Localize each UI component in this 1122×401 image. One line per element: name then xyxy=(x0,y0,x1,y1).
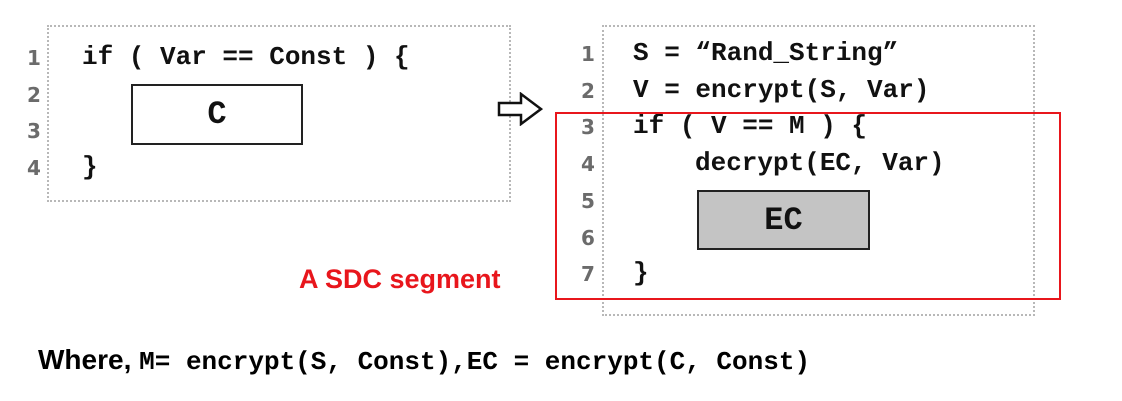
line-number: 3 xyxy=(27,119,41,143)
code-line: if ( Var == Const ) { xyxy=(82,42,410,72)
sdc-segment-highlight xyxy=(555,112,1061,300)
hollow-right-arrow-icon xyxy=(497,92,543,126)
code-line: decrypt(EC, Var) xyxy=(695,148,945,178)
line-number: 1 xyxy=(27,46,41,70)
line-number: 2 xyxy=(27,83,41,107)
line-number: 3 xyxy=(581,115,595,139)
where-label: Where, xyxy=(38,344,140,375)
line-number: 4 xyxy=(27,156,41,180)
code-line: } xyxy=(82,152,98,182)
code-line: S = “Rand_String” xyxy=(633,38,899,68)
code-block-c: C xyxy=(131,84,303,145)
code-line: V = encrypt(S, Var) xyxy=(633,75,930,105)
line-number: 6 xyxy=(581,226,595,250)
code-block-ec: EC xyxy=(697,190,870,250)
line-number: 5 xyxy=(581,189,595,213)
where-clause: Where, M= encrypt(S, Const),EC = encrypt… xyxy=(38,344,810,377)
code-line: if ( V == M ) { xyxy=(633,111,868,141)
where-formula: M= encrypt(S, Const),EC = encrypt(C, Con… xyxy=(139,347,811,377)
transformed-code-panel xyxy=(602,25,1035,316)
line-number: 7 xyxy=(581,262,595,286)
line-number: 4 xyxy=(581,152,595,176)
line-number: 2 xyxy=(581,79,595,103)
code-line: } xyxy=(633,258,649,288)
line-number: 1 xyxy=(581,42,595,66)
sdc-segment-label: A SDC segment xyxy=(299,264,501,294)
